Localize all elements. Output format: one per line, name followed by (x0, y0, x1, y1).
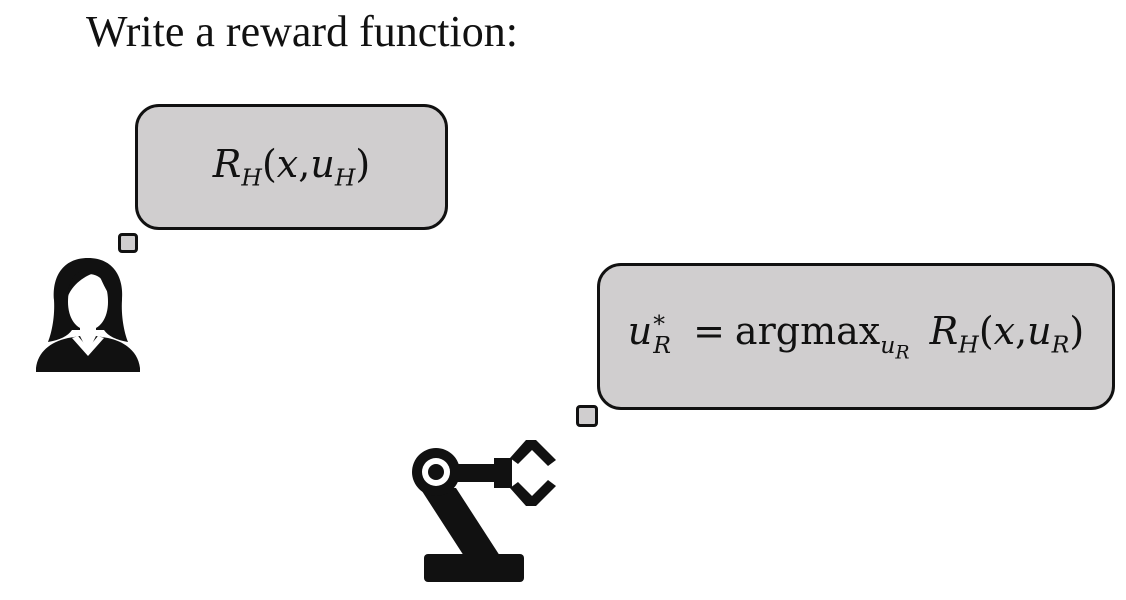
close-paren: ) (355, 142, 371, 187)
comma: , (1015, 309, 1028, 354)
state-symbol: x (993, 309, 1016, 354)
reward-subscript: H (241, 163, 262, 192)
open-paren: ( (261, 142, 277, 187)
argmax-operator: argmax (734, 309, 881, 354)
reward-subscript: H (958, 330, 979, 359)
open-paren: ( (978, 309, 994, 354)
optimal-subscript: R (653, 330, 671, 359)
robot-thought-bubble: u*R =argmaxuR RH(x,uR) (597, 263, 1115, 410)
action-subscript: R (1051, 330, 1070, 359)
human-reward-expression: RH(x,uH) (213, 142, 370, 192)
optimal-superscript: * (653, 309, 666, 338)
reward-symbol: R (929, 309, 959, 354)
argmax-subscript: u (880, 330, 896, 359)
action-symbol: u (310, 142, 335, 187)
close-paren: ) (1069, 309, 1085, 354)
state-symbol: x (276, 142, 299, 187)
person-icon (36, 258, 140, 372)
human-thought-tail (118, 233, 138, 253)
optimal-action-symbol: u (627, 309, 653, 354)
action-subscript: H (334, 163, 356, 192)
action-symbol: u (1027, 309, 1052, 354)
reward-symbol: R (212, 142, 242, 187)
page-title: Write a reward function: (86, 7, 518, 56)
robot-thought-tail (576, 405, 598, 427)
equals-sign: = (693, 309, 725, 354)
human-thought-bubble: RH(x,uH) (135, 104, 448, 230)
robot-policy-expression: u*R =argmaxuR RH(x,uR) (628, 309, 1084, 363)
robot-arm-icon (412, 440, 556, 582)
argmax-subsubscript: R (895, 342, 910, 364)
comma: , (298, 142, 311, 187)
